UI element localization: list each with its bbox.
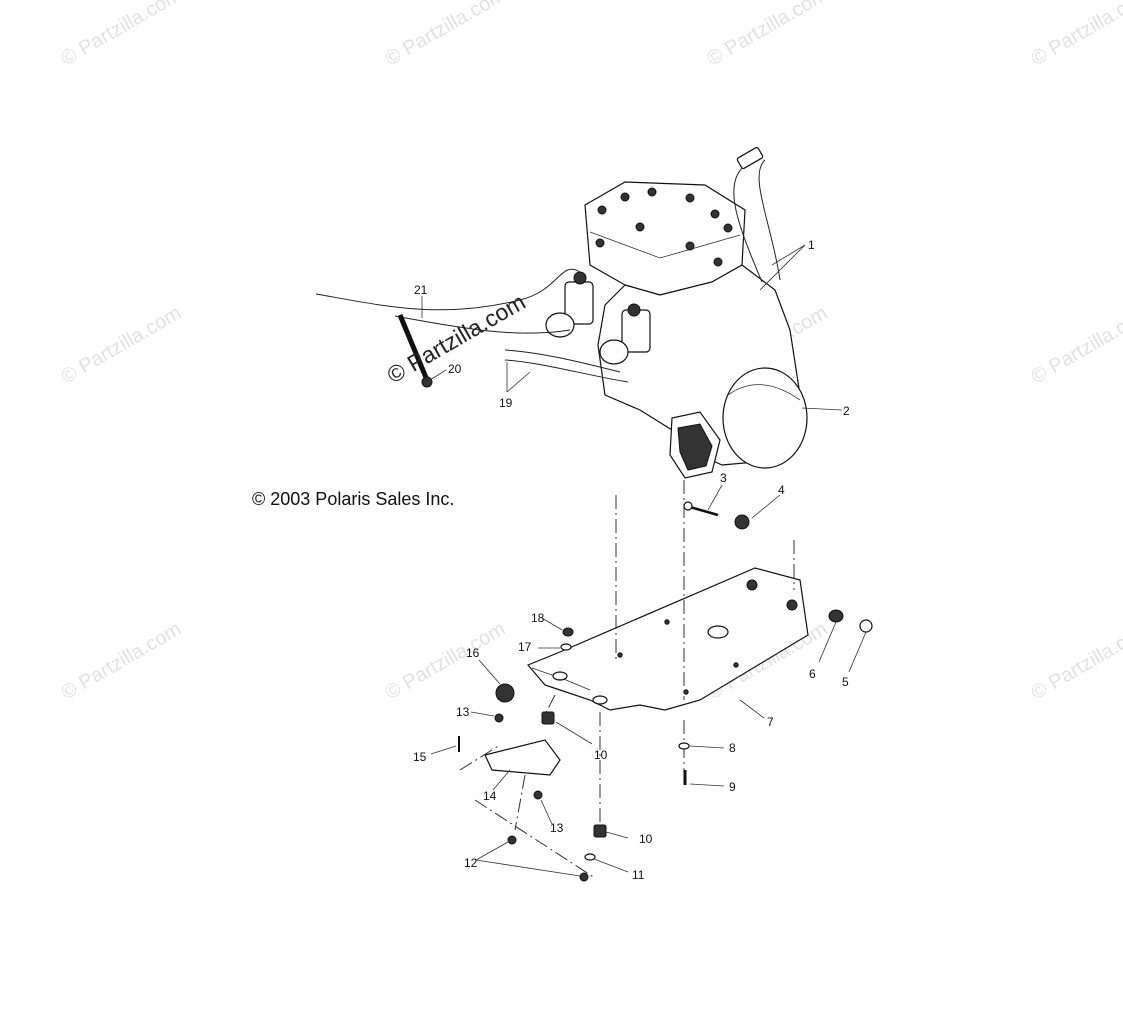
watermark: © Partzilla.com	[1028, 0, 1123, 70]
carburetor-left	[545, 271, 594, 338]
callout-10: 10	[639, 832, 653, 846]
watermark-layer: © Partzilla.com © Partzilla.com © Partzi…	[58, 0, 1123, 704]
watermark: © Partzilla.com	[58, 302, 186, 388]
callout-16: 16	[466, 646, 480, 660]
watermark: © Partzilla.com	[382, 0, 510, 70]
callout-9: 9	[729, 780, 736, 794]
callout-2: 2	[843, 404, 850, 418]
callout-19: 19	[499, 396, 513, 410]
callout-13: 13	[550, 821, 564, 835]
callout-14: 14	[483, 789, 497, 803]
callout-8: 8	[729, 741, 736, 755]
long-bolt	[397, 314, 430, 381]
watermark: © Partzilla.com	[1028, 302, 1123, 388]
engine-mount-plate	[527, 567, 809, 711]
engine-assembly	[315, 146, 808, 479]
small-hardware	[458, 501, 873, 882]
fuel-lines	[504, 349, 621, 373]
callout-17: 17	[518, 640, 532, 654]
watermark: © Partzilla.com	[58, 0, 186, 70]
recoil-cover	[722, 367, 808, 469]
spark-plug-wire	[733, 164, 763, 283]
callout-10: 10	[594, 748, 608, 762]
callout-18: 18	[531, 611, 545, 625]
callout-13: 13	[456, 705, 470, 719]
callout-20: 20	[448, 362, 462, 376]
callout-5: 5	[842, 675, 849, 689]
callout-7: 7	[767, 715, 774, 729]
watermark: © Partzilla.com	[58, 618, 186, 704]
callout-labels: 1 2 3 4 5 6 7 8 9 10 10 11 12 13 13 14 1…	[413, 238, 850, 882]
watermark: © Partzilla.com	[704, 0, 832, 70]
callout-1: 1	[808, 238, 815, 252]
callout-3: 3	[720, 471, 727, 485]
callout-15: 15	[413, 750, 427, 764]
callout-12: 12	[464, 856, 478, 870]
watermark: © Partzilla.com	[1028, 618, 1123, 704]
head-bolts	[595, 187, 733, 267]
callout-21: 21	[414, 283, 428, 297]
leader-lines	[421, 244, 867, 877]
callout-11: 11	[632, 868, 645, 882]
throttle-cable	[315, 268, 581, 311]
callout-4: 4	[778, 483, 785, 497]
watermark: © Partzilla.com	[382, 618, 510, 704]
carburetor-right	[599, 303, 651, 365]
copyright-notice: © 2003 Polaris Sales Inc.	[252, 489, 455, 509]
callout-6: 6	[809, 667, 816, 681]
